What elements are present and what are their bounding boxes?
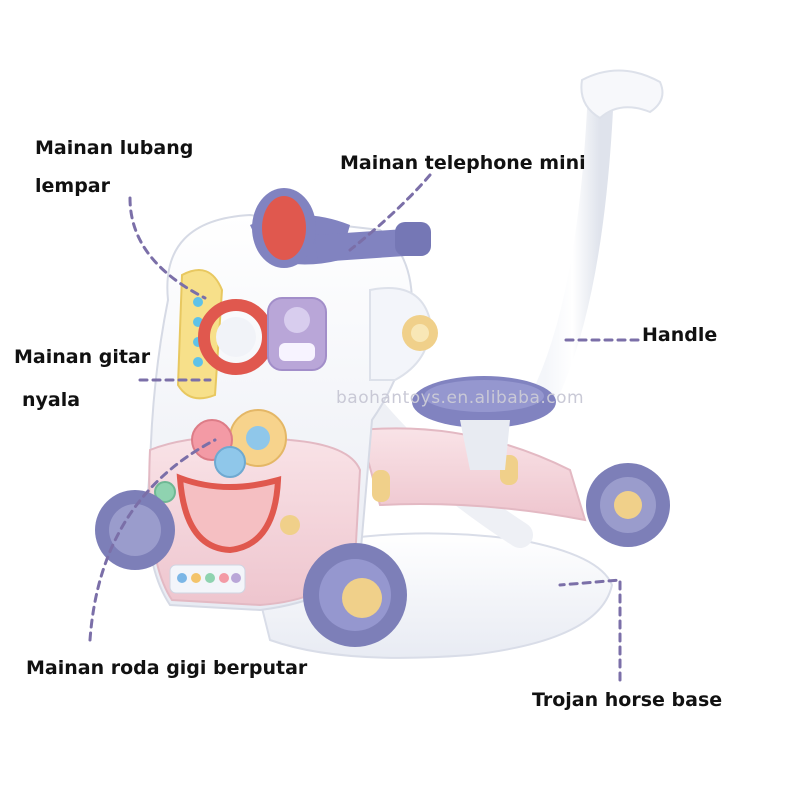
watermark: baohantoys.en.alibaba.com xyxy=(336,388,585,408)
push-handle-grip xyxy=(580,69,664,120)
push-handle-pole xyxy=(532,97,613,408)
label-phone-toy: Mainan telephone mini xyxy=(340,152,586,174)
label-base: Trojan horse base xyxy=(532,689,723,711)
leader-phone xyxy=(348,173,432,252)
leader-gear xyxy=(88,438,217,642)
leader-base xyxy=(558,578,622,682)
rear-wheel-right-hub xyxy=(614,491,642,519)
pink-frame xyxy=(358,427,587,522)
side-knob xyxy=(280,515,300,535)
label-handle: Handle xyxy=(642,324,718,346)
leader-hole xyxy=(128,196,207,300)
front-wheel-right-hub xyxy=(342,578,382,618)
label-gear-toy: Mainan roda gigi berputar xyxy=(26,657,308,679)
leader-lines xyxy=(88,173,640,682)
label-guitar-toy-line1: Mainan gitar xyxy=(14,346,151,368)
label-hole-toy-line1: Mainan lubang xyxy=(35,137,194,159)
frame-knob-1 xyxy=(372,470,390,502)
gear-toy-blue xyxy=(214,446,246,478)
green-button xyxy=(154,481,176,503)
mouth-bin xyxy=(176,473,282,554)
label-guitar-toy-line2: nyala xyxy=(22,389,81,411)
label-hole-toy-line2: lempar xyxy=(35,175,110,197)
